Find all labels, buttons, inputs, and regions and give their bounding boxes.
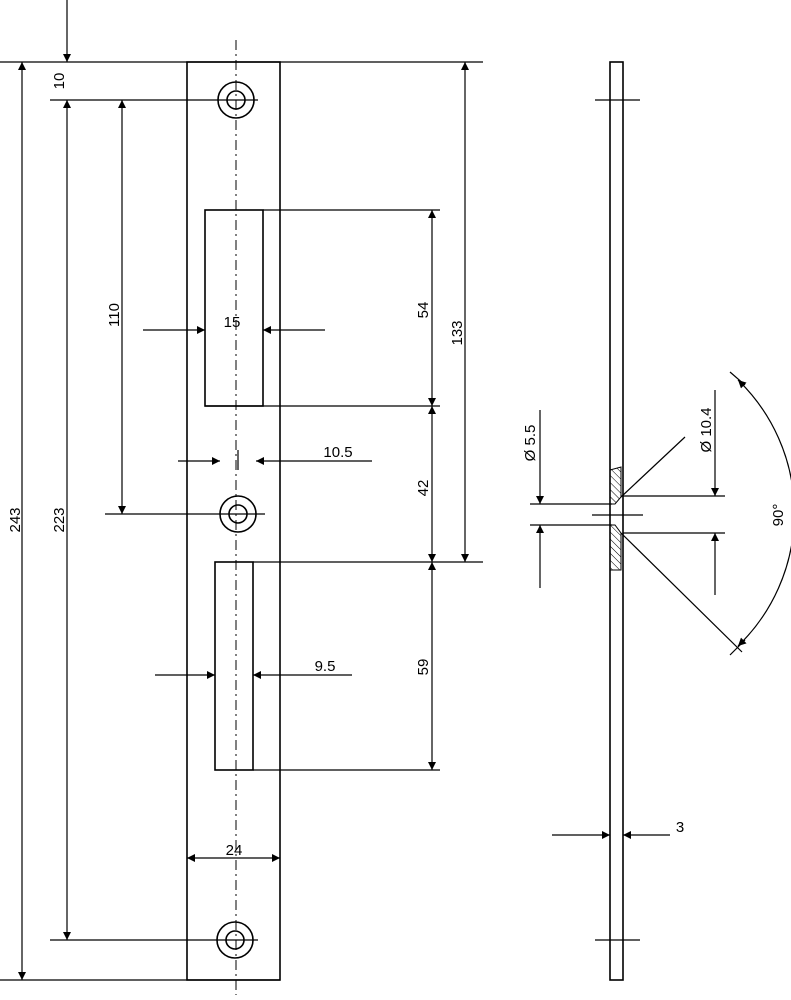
dim-thickness-3: 3 <box>676 819 684 836</box>
center-ticks <box>592 99 643 941</box>
dim-angle-90: 90° <box>770 504 787 527</box>
dimension-lines <box>18 0 469 980</box>
dim-9-5: 9.5 <box>315 658 336 675</box>
countersink-section <box>609 466 622 571</box>
dim-223: 223 <box>51 507 68 532</box>
latch-slot <box>204 209 264 407</box>
dim-diameter-5-5: Ø 5.5 <box>522 425 539 462</box>
dim-42: 42 <box>415 480 432 497</box>
dim-133: 133 <box>449 320 466 345</box>
dim-59: 59 <box>415 659 432 676</box>
extension-lines <box>0 61 483 981</box>
bolt-slot <box>214 561 254 771</box>
side-view: Ø 5.5 Ø 10.4 90° 3 <box>522 61 791 981</box>
dim-10: 10 <box>51 73 68 90</box>
dim-110: 110 <box>106 303 123 327</box>
dim-10-5: 10.5 <box>323 444 352 461</box>
side-dimension-lines <box>536 379 791 839</box>
angle-arc <box>737 379 791 647</box>
dim-24: 24 <box>226 842 243 859</box>
plate-side-outline <box>609 61 624 981</box>
dim-54: 54 <box>415 302 432 319</box>
front-view: 243 10 223 110 15 10.5 9.5 24 54 42 59 1… <box>0 0 483 995</box>
dim-15: 15 <box>224 314 241 331</box>
dim-diameter-10-4: Ø 10.4 <box>698 407 715 452</box>
dim-243: 243 <box>7 507 24 532</box>
